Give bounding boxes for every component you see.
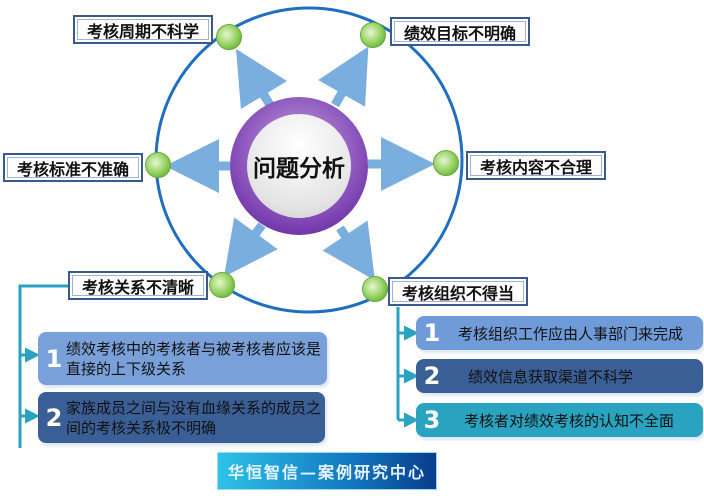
detail-number: 2 [45,403,63,432]
center-label: 问题分析 [247,114,351,218]
green-node-icon [145,152,171,178]
green-node-icon [209,272,235,298]
issue-label: 考核关系不清晰 [68,271,208,300]
relation-detail-1: 1 绩效考核中的考核者与被考核者应该是直接的上下级关系 [38,332,327,385]
arrows [165,46,435,281]
detail-number: 1 [423,319,441,347]
org-detail-3: 3 考核者对绩效考核的认知不全面 [416,403,703,437]
detail-text: 绩效考核中的考核者与被考核者应该是直接的上下级关系 [66,339,322,378]
center-node: 问题分析 [230,97,368,235]
issue-label: 考核内容不合理 [466,151,606,180]
footer-banner: 华恒智信—案例研究中心 [217,452,437,490]
org-detail-1: 1 考核组织工作应由人事部门来完成 [416,316,703,350]
detail-text: 考核组织工作应由人事部门来完成 [458,324,684,343]
detail-number: 3 [423,406,441,434]
detail-number: 1 [45,344,63,373]
issue-label: 绩效目标不明确 [390,17,530,46]
detail-text: 绩效信息获取渠道不科学 [468,367,634,386]
detail-text: 家族成员之间与没有血缘关系的成员之间的考核关系极不明确 [66,398,322,437]
green-node-icon [433,150,459,176]
issue-label: 考核周期不科学 [73,15,213,44]
relation-detail-2: 2 家族成员之间与没有血缘关系的成员之间的考核关系极不明确 [38,392,325,443]
issue-label: 考核组织不得当 [388,277,528,306]
detail-number: 2 [423,362,441,390]
issue-label: 考核标准不准确 [3,153,143,182]
green-node-icon [216,24,242,50]
detail-text: 考核者对绩效考核的认知不全面 [464,411,675,430]
green-node-icon [362,276,388,302]
green-node-icon [360,22,386,48]
org-detail-2: 2 绩效信息获取渠道不科学 [416,359,703,393]
